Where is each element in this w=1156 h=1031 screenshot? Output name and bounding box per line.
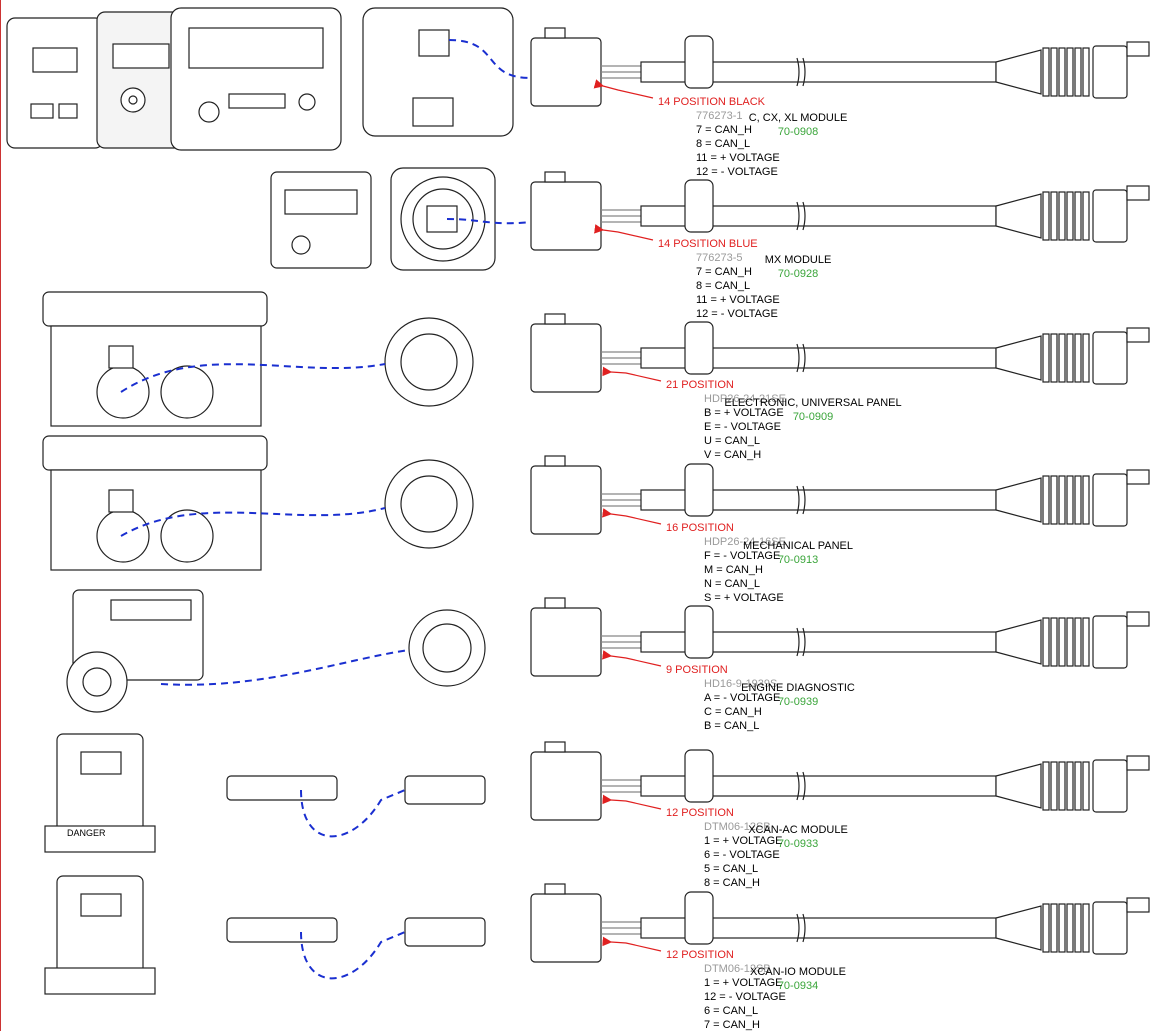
module-part-number: 70-0913 <box>777 554 819 566</box>
module-name: C, CX, XL MODULE <box>748 112 848 124</box>
connector-position-label: 14 POSITION BLUE <box>658 238 758 250</box>
cable-4 <box>530 597 1150 677</box>
module-label-5: XCAN-AC MODULE 70-0933 <box>698 823 898 851</box>
module-part-number: 70-0933 <box>777 838 819 850</box>
pin-assignment: 7 = CAN_H <box>696 124 752 136</box>
harness-spec-3: 16 POSITION HDP26-24-16SE F = - VOLTAGE M =… <box>666 521 786 605</box>
pin-assignment: 6 = CAN_L <box>704 1005 759 1017</box>
xcan-io-module <box>44 875 486 995</box>
cable-3 <box>530 455 1150 535</box>
module-label-3: MECHANICAL PANEL 70-0913 <box>698 539 898 567</box>
pin-assignment: F = - VOLTAGE <box>704 550 781 562</box>
module-name: ENGINE DIAGNOSTIC <box>741 682 855 694</box>
dashed-links <box>120 39 532 980</box>
connector-position-label: 12 POSITION <box>666 949 734 961</box>
connector-position-label: 9 POSITION <box>666 664 728 676</box>
module-name: ELECTRONIC, UNIVERSAL PANEL <box>724 397 902 409</box>
pin-assignment: 12 = - VOLTAGE <box>696 166 778 178</box>
panel-mechanical <box>42 435 268 571</box>
harness-spec-2: 21 POSITION HDP26-24-21SE B = + VOLTAGE E =… <box>666 378 786 462</box>
harness-spec-1: 14 POSITION BLUE 776273-5 7 = CAN_H 8 = CAN… <box>658 237 780 321</box>
pin-assignment: 5 = CAN_L <box>704 863 759 875</box>
harness-spec-0: 14 POSITION BLACK 776273-1 7 = CAN_H 8 = CA… <box>658 95 780 179</box>
controller-group-1 <box>6 7 514 151</box>
connector-position-label: 21 POSITION <box>666 379 734 391</box>
cable-assemblies <box>530 27 1150 963</box>
pin-assignment: 7 = CAN_H <box>704 1019 760 1031</box>
module-name: MECHANICAL PANEL <box>742 540 854 552</box>
pin-assignment: V = CAN_H <box>704 449 762 461</box>
module-name: XCAN-IO MODULE <box>750 966 846 978</box>
engine <box>66 589 204 713</box>
connector-part-number: 776273-1 <box>696 110 743 122</box>
pin-assignment: B = + VOLTAGE <box>704 407 784 419</box>
pin-assignment: C = CAN_H <box>704 706 762 718</box>
danger-label: DANGER <box>67 828 106 838</box>
connector-part-number: DTM06-12SB <box>704 821 771 833</box>
cable-2 <box>530 313 1150 393</box>
xcan-ac-module <box>44 733 486 853</box>
connector-part-number: HDP26-24-21SE <box>704 393 786 405</box>
module-label-6: XCAN-IO MODULE 70-0934 <box>698 965 898 993</box>
pin-assignment: N = CAN_L <box>704 578 760 590</box>
connector-part-number: 776273-5 <box>696 252 743 264</box>
module-label-4: ENGINE DIAGNOSTIC 70-0939 <box>698 681 898 709</box>
pin-assignment: 11 = + VOLTAGE <box>696 294 780 306</box>
pin-assignment: 7 = CAN_H <box>696 266 752 278</box>
cable-0 <box>530 27 1150 107</box>
pin-assignment: A = - VOLTAGE <box>704 692 781 704</box>
cable-1 <box>530 171 1150 251</box>
pin-assignment: 8 = CAN_L <box>696 138 751 150</box>
cable-6 <box>530 883 1150 963</box>
module-part-number: 70-0909 <box>792 411 834 423</box>
pin-assignment: 12 = - VOLTAGE <box>704 991 786 1003</box>
pin-assignment: 12 = - VOLTAGE <box>696 308 778 320</box>
module-part-number: 70-0939 <box>777 696 819 708</box>
connector-position-label: 14 POSITION BLACK <box>658 96 765 108</box>
connector-part-number: HD16-9-1939S <box>704 678 778 690</box>
pin-assignment: 8 = CAN_L <box>696 280 751 292</box>
module-name: MX MODULE <box>764 254 832 266</box>
pin-assignment: 8 = CAN_H <box>704 877 760 889</box>
controller-group-2 <box>270 167 496 271</box>
pin-assignment: S = + VOLTAGE <box>704 592 784 604</box>
module-name: XCAN-AC MODULE <box>748 824 848 836</box>
connector-position-label: 16 POSITION <box>666 522 734 534</box>
module-part-number: 70-0934 <box>777 980 819 992</box>
module-part-number: 70-0928 <box>777 268 819 280</box>
pin-assignment: 1 = + VOLTAGE <box>704 835 783 847</box>
module-label-0: C, CX, XL MODULE 70-0908 <box>698 111 898 139</box>
pin-assignment: B = CAN_L <box>704 720 760 732</box>
harness-spec-6: 12 POSITION DTM06-12SB 1 = + VOLTAGE 12 = -… <box>666 948 786 1031</box>
pin-assignment: 6 = - VOLTAGE <box>704 849 780 861</box>
module-label-2: ELECTRONIC, UNIVERSAL PANEL 70-0909 <box>713 396 913 424</box>
panel-electronic <box>42 291 268 427</box>
pin-assignment: 11 = + VOLTAGE <box>696 152 780 164</box>
module-label-1: MX MODULE 70-0928 <box>698 253 898 281</box>
module-part-number: 70-0908 <box>777 126 819 138</box>
pin-assignment: U = CAN_L <box>704 435 760 447</box>
pin-assignment: M = CAN_H <box>704 564 763 576</box>
connector-part-number: DTM06-12SB <box>704 963 771 975</box>
pin-assignment: E = - VOLTAGE <box>704 421 781 433</box>
harness-spec-4: 9 POSITION HD16-9-1939S A = - VOLTAGE C = C… <box>666 663 780 733</box>
cable-5 <box>530 741 1150 821</box>
round-connector-faces <box>384 317 486 687</box>
harness-spec-5: 12 POSITION DTM06-12SB 1 = + VOLTAGE 6 = - … <box>666 806 782 890</box>
connector-position-label: 12 POSITION <box>666 807 734 819</box>
connector-part-number: HDP26-24-16SE <box>704 536 786 548</box>
pin-assignment: 1 = + VOLTAGE <box>704 977 783 989</box>
